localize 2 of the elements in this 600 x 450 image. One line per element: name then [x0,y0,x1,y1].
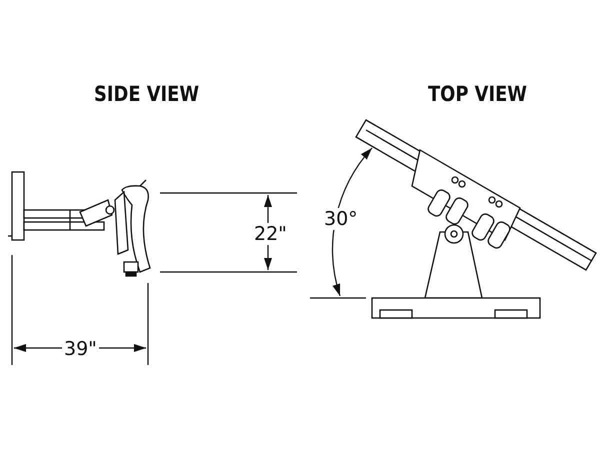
view-title: TOP VIEW [428,82,527,106]
view-title: SIDE VIEW [94,82,200,106]
